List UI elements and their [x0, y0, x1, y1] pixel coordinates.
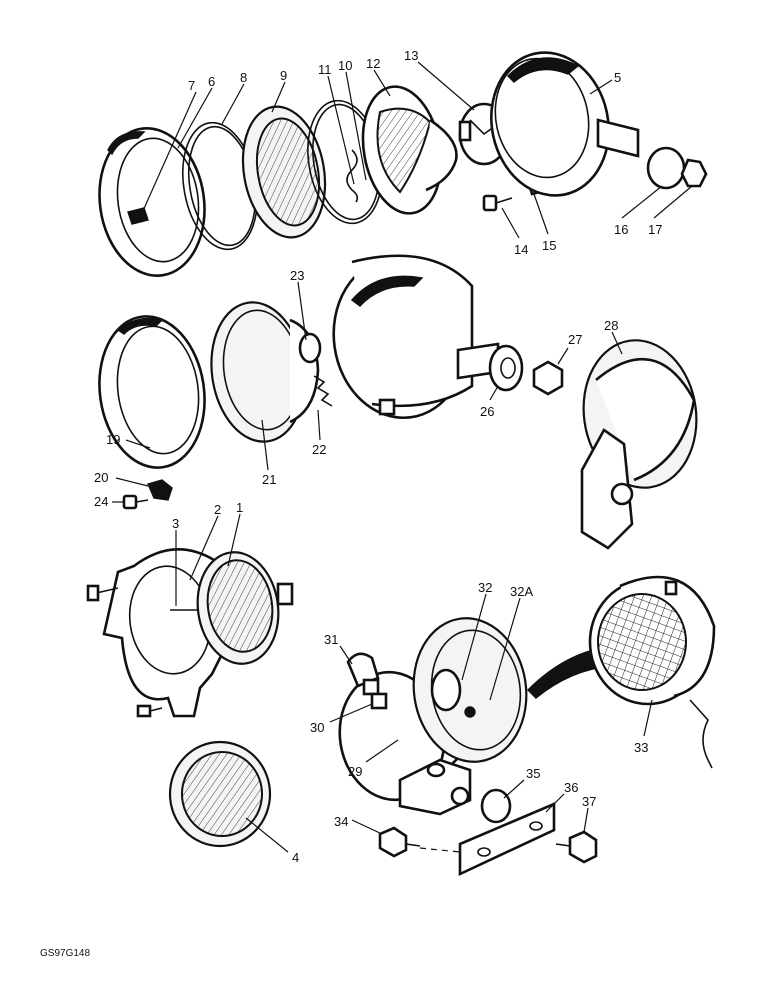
part-9-lens	[241, 105, 327, 239]
callout-31: 31	[324, 632, 338, 647]
callout-26: 26	[480, 404, 494, 419]
part-16-spacer	[646, 146, 686, 190]
callout-2: 2	[214, 502, 221, 517]
callout-11: 11	[318, 62, 332, 77]
lamp-mount-bracket	[398, 758, 472, 816]
callout-16: 16	[614, 222, 628, 237]
leader-lines	[112, 61, 693, 853]
part-33-grille-lamp	[588, 575, 716, 769]
callout-8: 8	[240, 70, 247, 85]
callout-12: 12	[366, 56, 380, 71]
part-17-nut	[680, 158, 708, 188]
part-24-screw	[122, 494, 149, 510]
callout-27: 27	[568, 332, 582, 347]
part-12-reflector	[361, 85, 458, 215]
part-32-lamp-unit	[412, 617, 528, 763]
callout-4: 4	[292, 850, 299, 865]
part-6-rim	[98, 127, 206, 277]
callout-10: 10	[338, 58, 352, 73]
callout-21: 21	[262, 472, 276, 487]
work-lamp-assembly	[98, 254, 698, 550]
callout-33: 33	[634, 740, 648, 755]
headlamp-assembly-top	[98, 51, 708, 277]
part-21-light-unit	[210, 301, 320, 443]
callout-14: 14	[514, 242, 528, 257]
part-36-mounting-plate	[458, 802, 556, 877]
part-35-washer	[480, 788, 512, 824]
part-20-clip	[147, 479, 173, 501]
part-31-knob	[346, 652, 380, 696]
callout-22: 22	[312, 442, 326, 457]
part-37-bolt	[555, 830, 598, 864]
callout-23: 23	[290, 268, 304, 283]
callout-30: 30	[310, 720, 324, 735]
adjusting-screw	[136, 704, 163, 718]
part-27-nut	[532, 360, 564, 396]
callout-13: 13	[404, 48, 418, 63]
callout-36: 36	[564, 780, 578, 795]
part-26-stud	[456, 342, 524, 392]
callout-labels: 1 2 3 4 5 6 7 8 9 10 11 12 13 14 15 16 1…	[94, 48, 662, 865]
figure-code: GS97G148	[40, 948, 90, 959]
callout-32: 32	[478, 580, 492, 595]
callout-20: 20	[94, 470, 108, 485]
callout-1: 1	[236, 500, 243, 515]
callout-32a: 32A	[510, 584, 533, 599]
callout-37: 37	[582, 794, 596, 809]
callout-17: 17	[648, 222, 662, 237]
part-1-sealed-beam	[196, 551, 294, 665]
part-14-screw	[482, 194, 513, 212]
callout-19: 19	[106, 432, 120, 447]
callout-15: 15	[542, 238, 556, 253]
part-30-screw	[370, 692, 388, 710]
part-22-wire-clip	[313, 375, 333, 407]
callout-35: 35	[526, 766, 540, 781]
spot-lamp-assembly	[338, 575, 716, 877]
sealed-beam-assembly	[86, 548, 294, 848]
part-28-lamp-bracket	[580, 339, 698, 550]
callout-28: 28	[604, 318, 618, 333]
work-lamp-body	[332, 254, 474, 420]
part-19-rim	[98, 315, 206, 469]
assembly-line	[419, 847, 461, 853]
callout-3: 3	[172, 516, 179, 531]
callout-9: 9	[280, 68, 287, 83]
part-4-lens	[168, 740, 272, 848]
callout-24: 24	[94, 494, 108, 509]
part-5-housing	[490, 51, 640, 197]
callout-6: 6	[208, 74, 215, 89]
part-23-bulb	[298, 332, 322, 364]
callout-7: 7	[188, 78, 195, 93]
callout-29: 29	[348, 764, 362, 779]
callout-34: 34	[334, 814, 348, 829]
callout-5: 5	[614, 70, 621, 85]
part-11-spring	[346, 149, 359, 203]
part-34-bolt	[378, 826, 421, 858]
mounting-bolt-left	[86, 584, 119, 602]
